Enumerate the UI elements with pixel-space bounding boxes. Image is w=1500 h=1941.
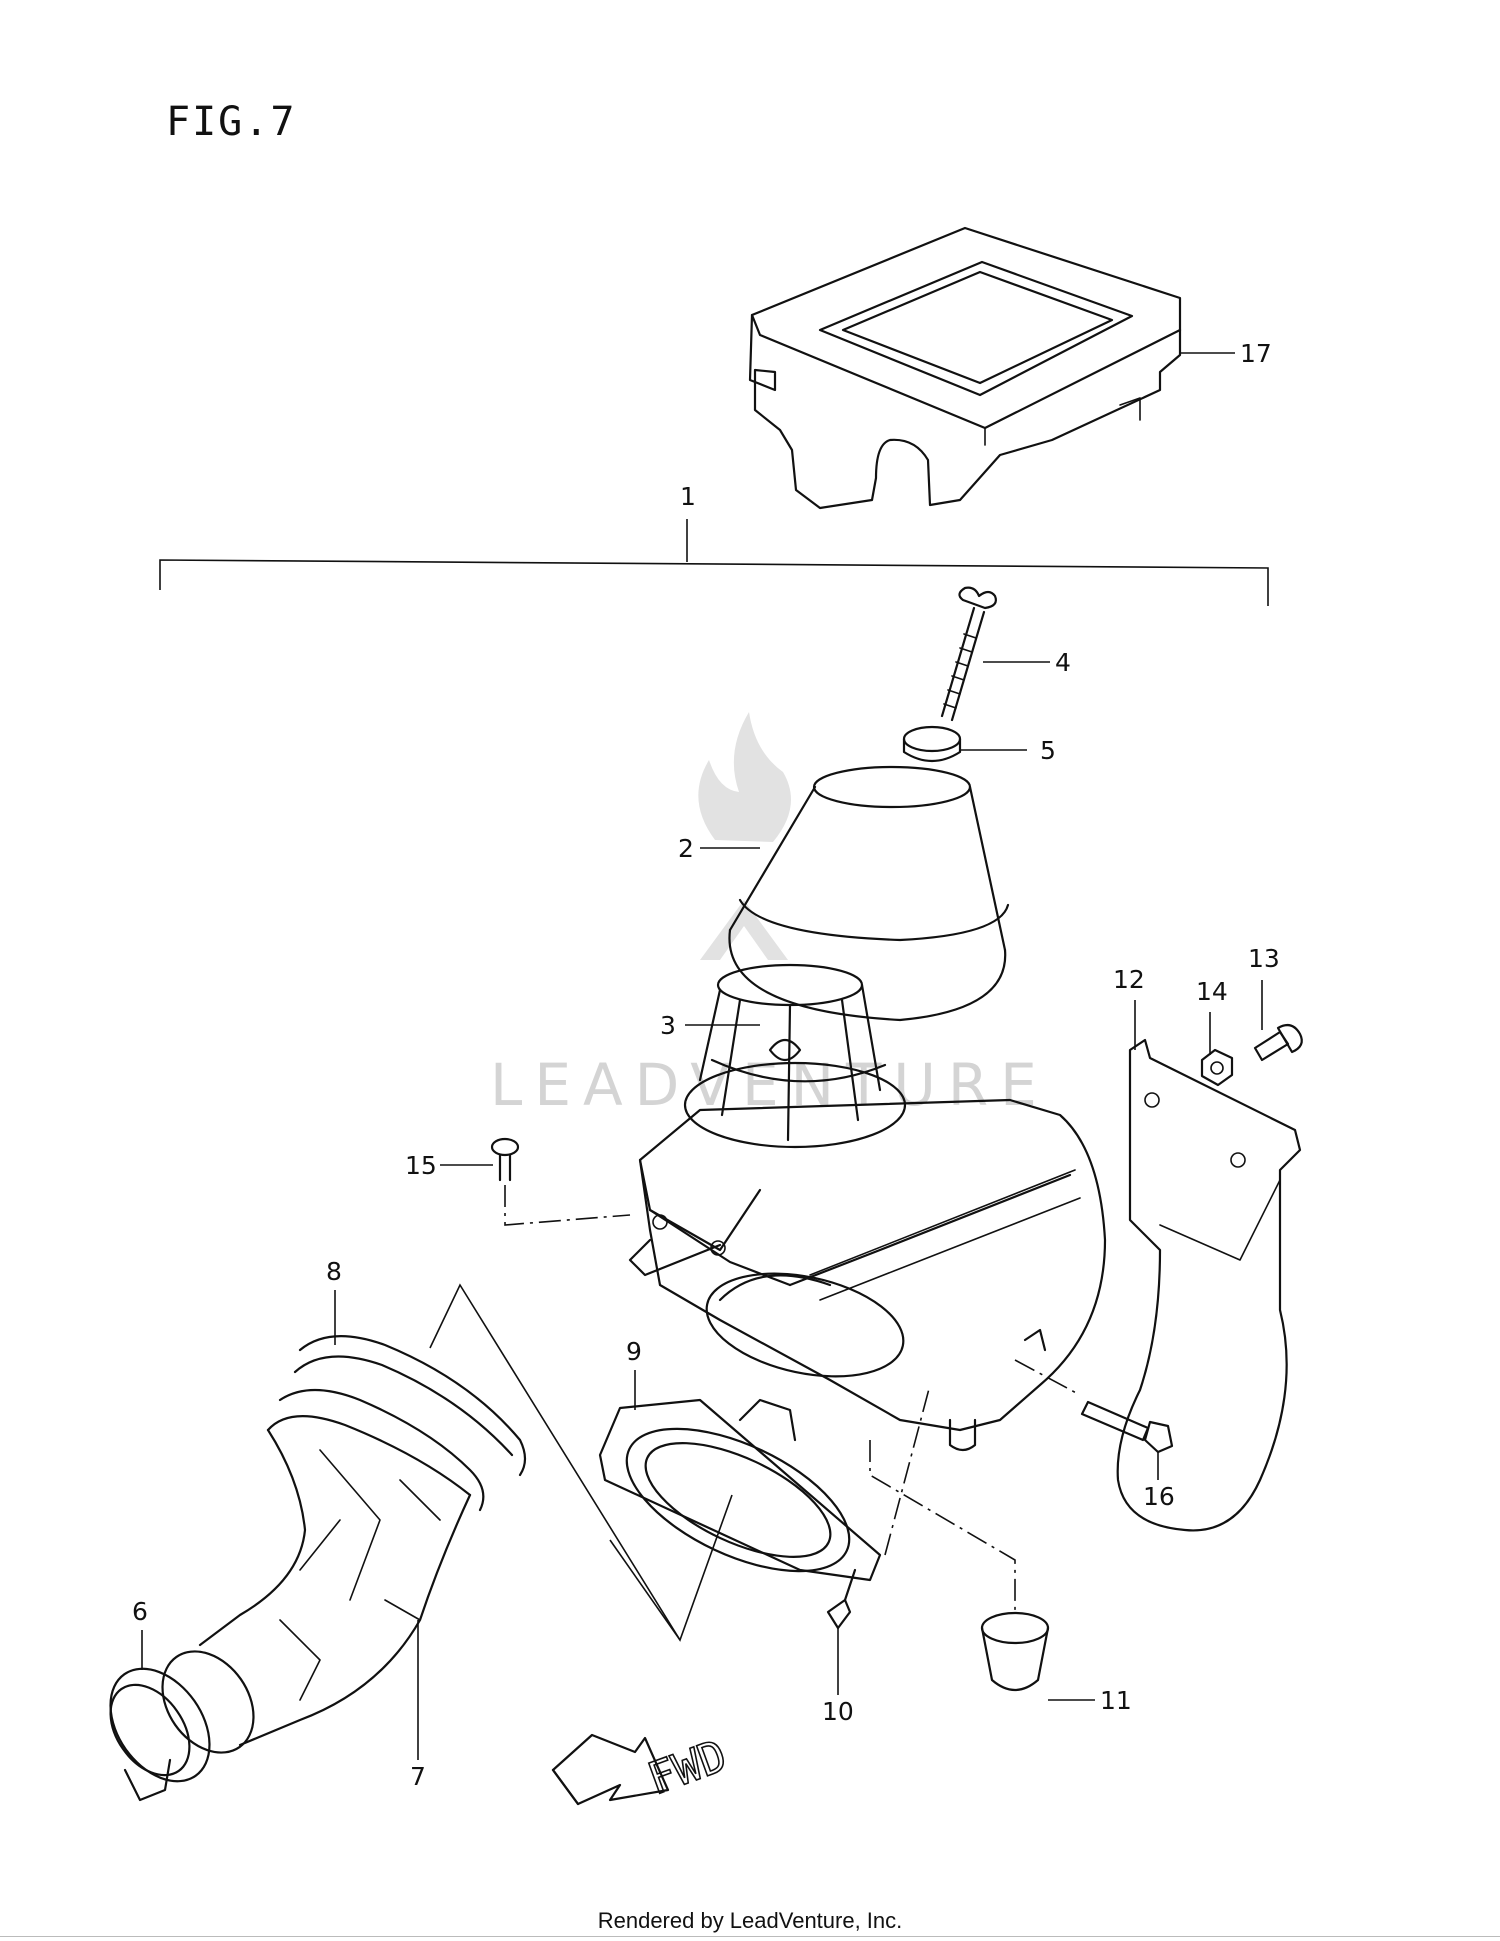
part-14-nut (1200, 1048, 1234, 1087)
part-9-adapter (598, 1384, 931, 1582)
callout-6: 6 (132, 1597, 148, 1626)
part-5-washer (902, 725, 962, 763)
callout-10: 10 (822, 1697, 854, 1726)
footer-divider (0, 1936, 1500, 1937)
footer-credit: Rendered by LeadVenture, Inc. (597, 1908, 903, 1933)
callout-17: 17 (1240, 339, 1272, 368)
callout-2: 2 (678, 834, 694, 863)
part-8-clamp (293, 1335, 527, 1477)
callout-14: 14 (1196, 977, 1228, 1006)
callout-16: 16 (1143, 1482, 1175, 1511)
part-3-cage (683, 963, 907, 1149)
callout-12: 12 (1113, 965, 1145, 994)
fwd-label: FWD (641, 1730, 733, 1805)
callout-3: 3 (660, 1011, 676, 1040)
part-10-screw (826, 1568, 857, 1630)
part-11-grommet (869, 1440, 1050, 1692)
callout-7: 7 (410, 1762, 426, 1791)
part-1-bracket (159, 519, 1269, 606)
part-15-screw (490, 1137, 631, 1226)
callout-1: 1 (680, 482, 696, 511)
part-2-filter-element (728, 765, 1010, 1022)
part-17-cover (748, 226, 1182, 510)
figure-title: FIG.7 (166, 99, 296, 145)
part-12-duct-plate (1116, 1038, 1302, 1532)
callout-11: 11 (1100, 1686, 1132, 1715)
part-16-bolt (1014, 1359, 1174, 1454)
assembly-lines (429, 1283, 733, 1642)
callouts: 17 1 4 5 2 3 12 14 13 15 8 9 6 7 10 11 1… (132, 339, 1280, 1791)
callout-9: 9 (626, 1337, 642, 1366)
air-box (628, 1098, 1107, 1452)
leader-lines (141, 352, 1263, 1760)
callout-4: 4 (1055, 648, 1071, 677)
fwd-arrow: FWD (551, 1729, 734, 1806)
part-7-intake-boot (109, 1388, 485, 1802)
callout-8: 8 (326, 1257, 342, 1286)
part-4-wing-bolt (940, 586, 997, 722)
part-13-bolt (1253, 1023, 1303, 1062)
callout-5: 5 (1040, 736, 1056, 765)
callout-13: 13 (1248, 944, 1280, 973)
callout-15: 15 (405, 1151, 437, 1180)
watermark: LEADVENTURE (490, 712, 1037, 1119)
